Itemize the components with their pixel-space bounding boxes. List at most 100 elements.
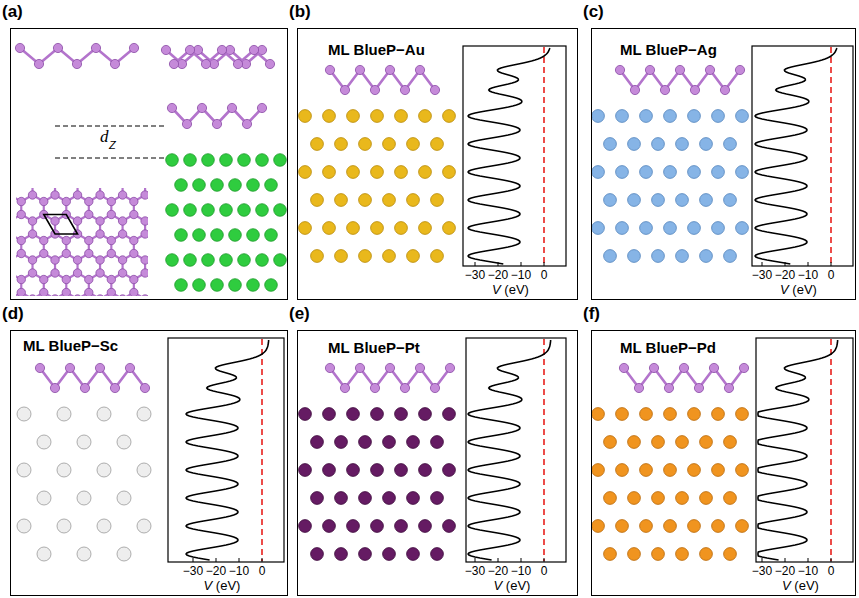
metal-atom <box>724 548 737 561</box>
metal-atom <box>383 250 396 263</box>
metal-atom <box>335 492 348 505</box>
p-atom <box>50 383 59 392</box>
metal-atom <box>419 408 432 421</box>
p-atom <box>690 85 699 94</box>
panel-frame: (b)ML BlueP−Au <box>297 28 578 300</box>
p-atom <box>107 275 115 283</box>
metal-atom <box>256 154 269 167</box>
panel-art <box>17 338 284 562</box>
tick-label: −30 <box>465 268 485 282</box>
p-atom <box>130 275 138 283</box>
tick <box>762 262 763 266</box>
metal-atom <box>299 222 312 235</box>
p-atom <box>40 275 48 283</box>
metal-atom <box>664 110 677 123</box>
p-atom <box>645 65 654 74</box>
p-atom <box>705 65 714 74</box>
metal-atom <box>247 279 260 292</box>
metal-atom <box>299 166 312 179</box>
potential-curve <box>468 48 550 264</box>
panel-title: ML BlueP−Pt <box>328 339 420 356</box>
panel-letter: (b) <box>289 2 311 22</box>
metal-atom <box>57 519 71 533</box>
metal-atom <box>592 110 605 123</box>
metal-atom <box>17 463 31 477</box>
p-atom <box>62 249 70 257</box>
p-atom <box>182 119 191 128</box>
p-atom <box>51 269 59 277</box>
metal-atom <box>247 179 260 192</box>
metal-atom <box>712 110 725 123</box>
dz-line <box>55 158 165 159</box>
metal-atom <box>383 548 396 561</box>
tick <box>521 262 522 266</box>
tick-label: −20 <box>488 268 508 282</box>
metal-atom <box>175 279 188 292</box>
metal-atom <box>395 408 408 421</box>
panel-frame: (c)ML BlueP−Ag <box>591 28 856 300</box>
p-atom <box>15 43 24 52</box>
metal-atom <box>700 492 713 505</box>
p-atom <box>141 230 148 238</box>
p-atom <box>619 363 628 372</box>
metal-atom <box>37 435 51 449</box>
metal-atom <box>604 250 617 263</box>
metal-atom <box>736 464 749 477</box>
tick <box>475 558 476 562</box>
p-atom <box>34 59 43 68</box>
metal-atom <box>664 408 677 421</box>
tick <box>498 558 499 562</box>
tick <box>475 262 476 266</box>
tick-label: −10 <box>798 268 818 282</box>
metal-atom <box>395 222 408 235</box>
metal-atom <box>652 138 665 151</box>
metal-atom <box>604 138 617 151</box>
metal-atom <box>97 407 111 421</box>
metal-atom <box>712 222 725 235</box>
p-atom <box>340 85 349 94</box>
metal-atom <box>736 166 749 179</box>
metal-atom <box>311 250 324 263</box>
metal-atom <box>628 138 641 151</box>
metal-atom <box>347 222 360 235</box>
tick-label: −30 <box>752 564 772 578</box>
metal-atom <box>359 436 372 449</box>
metal-atom <box>652 548 665 561</box>
metal-atom <box>628 194 641 207</box>
metal-atom <box>311 548 324 561</box>
metal-atom <box>335 250 348 263</box>
metal-atom <box>17 407 31 421</box>
p-atom <box>634 383 643 392</box>
p-atom <box>385 363 394 372</box>
metal-atom <box>431 194 444 207</box>
plot-frame <box>756 338 853 562</box>
metal-atom <box>265 179 278 192</box>
metal-atom <box>395 166 408 179</box>
panel-title: ML BlueP−Ag <box>620 41 717 58</box>
p-atom <box>17 249 25 257</box>
tick <box>831 262 832 266</box>
tick-label: −30 <box>752 268 772 282</box>
p-atom <box>28 269 36 277</box>
metal-atom <box>359 250 372 263</box>
metal-atom <box>431 548 444 561</box>
metal-atom <box>407 250 420 263</box>
potential-curve <box>468 340 550 560</box>
panel-art <box>592 46 853 266</box>
p-atom <box>679 363 688 372</box>
metal-atom <box>97 519 111 533</box>
metal-atom <box>431 138 444 151</box>
metal-atom <box>247 229 260 242</box>
metal-atom <box>229 279 242 292</box>
p-atom <box>28 295 36 296</box>
panel-art <box>299 338 566 562</box>
metal-atom <box>238 254 251 267</box>
p-atom <box>675 65 684 74</box>
panel-title: ML BlueP−Sc <box>23 337 118 354</box>
panel-letter: (a) <box>2 2 23 22</box>
metal-atom <box>371 222 384 235</box>
p-atom <box>107 288 115 296</box>
p-atom <box>51 191 59 199</box>
metal-atom <box>712 408 725 421</box>
panel-frame: (e)ML BlueP−Pt <box>297 330 578 596</box>
